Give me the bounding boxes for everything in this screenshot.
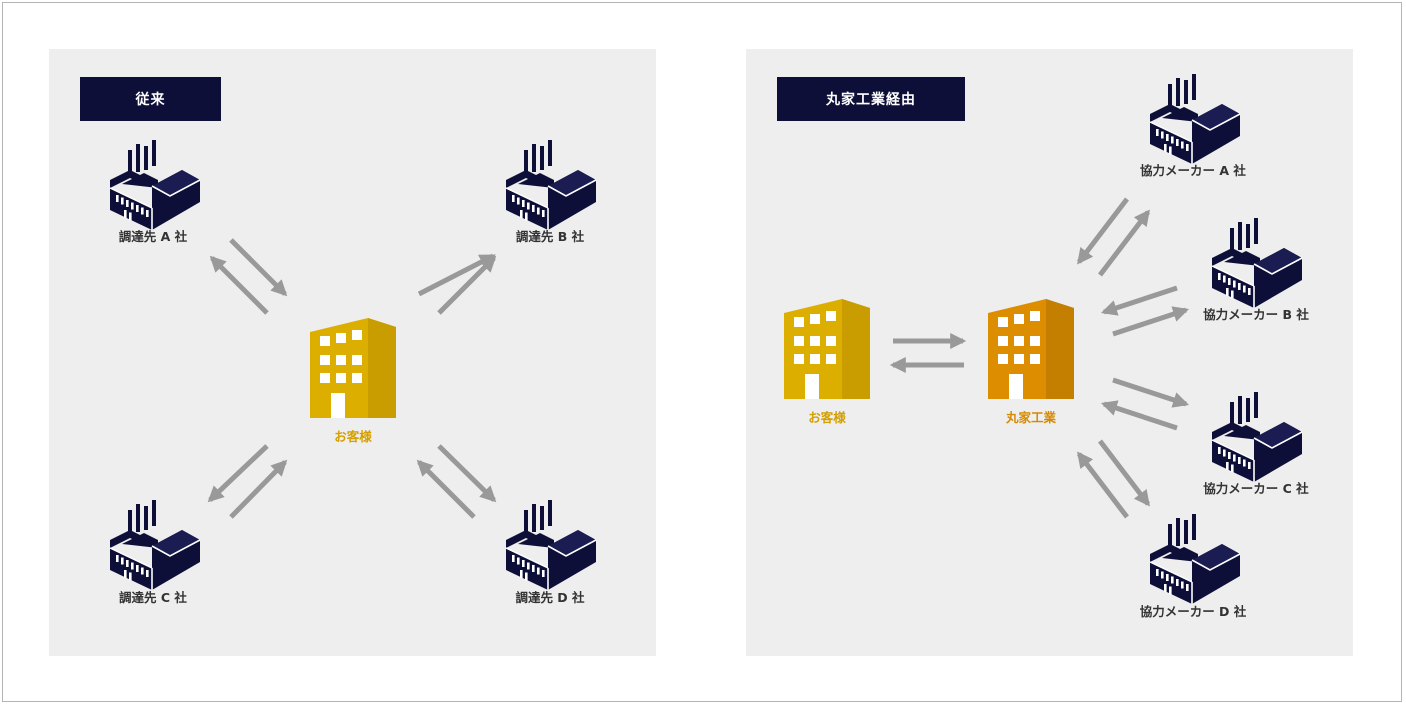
factory-icon: [505, 139, 597, 231]
factory-icon: [505, 499, 597, 591]
factory-icon: [109, 499, 201, 591]
supplier-b-label: 調達先 B 社: [516, 229, 585, 244]
arrow-hub-to-maker-c: [1112, 377, 1190, 408]
supplier-c-label: 調達先 C 社: [119, 590, 187, 605]
factory-icon: [1149, 73, 1241, 165]
supplier-a-label: 調達先 A 社: [119, 229, 188, 244]
arrow-maker-c-to-hub: [1100, 400, 1178, 431]
arrow-customer-to-b: [417, 253, 496, 297]
arrow-maker-d-to-hub: [1077, 451, 1129, 519]
arrow-customer-to-a: [209, 255, 269, 315]
via-marukaya-panel-title: 丸家工業経由: [777, 77, 965, 121]
arrow-hub-to-maker-a: [1077, 197, 1129, 265]
hub-label: 丸家工業: [1005, 410, 1057, 425]
arrow-customer-to-c: [207, 444, 269, 503]
arrow-c-to-customer: [229, 459, 288, 519]
maker-b-label: 協力メーカー B 社: [1203, 307, 1309, 322]
arrow-hub-to-maker-b: [1112, 306, 1190, 337]
factory-icon: [109, 139, 201, 231]
conventional-panel-title: 従来: [80, 77, 221, 121]
arrow-maker-b-to-hub: [1100, 285, 1178, 316]
arrow-b-to-customer: [437, 255, 497, 315]
maker-d-label: 協力メーカー D 社: [1140, 604, 1247, 619]
arrow-a-to-customer: [229, 238, 288, 297]
factory-icon: [1211, 391, 1303, 483]
office-building-icon: [988, 299, 1074, 399]
maker-a-label: 協力メーカー A 社: [1140, 163, 1246, 178]
factory-icon: [1211, 217, 1303, 309]
arrow-hub-to-maker-d: [1098, 439, 1150, 507]
factory-icon: [1149, 513, 1241, 605]
arrow-d-to-customer: [416, 459, 476, 519]
office-building-icon: [310, 318, 396, 418]
arrow-customer-to-d: [437, 444, 497, 503]
maker-c-label: 協力メーカー C 社: [1203, 481, 1309, 496]
supplier-d-label: 調達先 D 社: [515, 590, 585, 605]
office-building-icon: [784, 299, 870, 399]
customer-label: お客様: [334, 429, 372, 444]
arrow-maker-a-to-hub: [1098, 209, 1150, 277]
customer-label: お客様: [808, 410, 846, 425]
